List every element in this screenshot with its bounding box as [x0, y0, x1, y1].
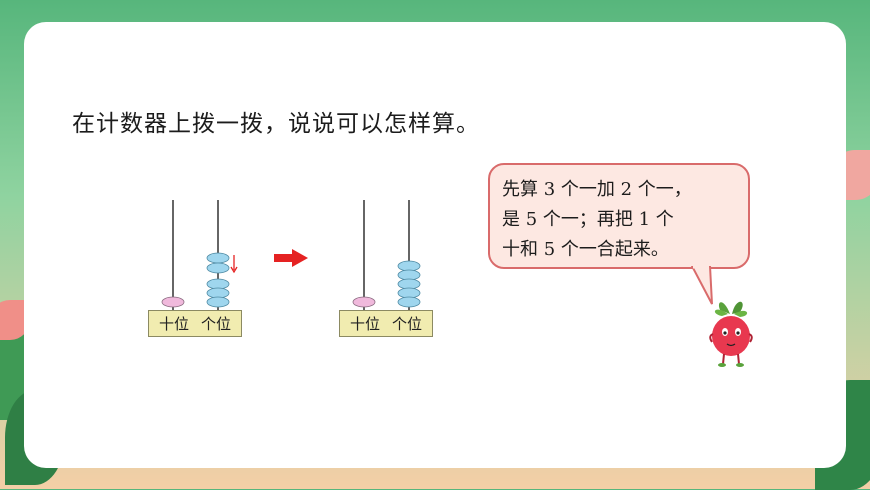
abacus-base: 十位 个位	[148, 310, 242, 337]
ones-bead[interactable]	[397, 296, 421, 308]
right-arrow-icon	[274, 249, 308, 271]
speech-text: 先算 3 个一加 2 个一， 是 5 个一；再把 1 个 十和 5 个一合起来。	[502, 175, 742, 265]
prompt-text: 在计数器上拨一拨，说说可以怎样算。	[72, 111, 480, 137]
speech-bubble-tail	[690, 266, 713, 305]
abacus-after-rods	[352, 200, 421, 310]
ones-bead[interactable]	[397, 269, 421, 281]
abacus-before: 十位 个位	[145, 198, 245, 340]
speech-line-1: 先算 3 个一加 2 个一，	[502, 179, 692, 200]
abacus-after: 十位 个位	[338, 198, 438, 340]
tens-bead[interactable]	[161, 296, 185, 308]
ones-bead[interactable]	[397, 278, 421, 290]
abacus-before-rods	[161, 200, 238, 310]
speech-line-2: 是 5 个一；再把 1 个	[502, 209, 674, 230]
ones-bead[interactable]	[206, 296, 230, 308]
ones-bead[interactable]	[397, 260, 421, 272]
ones-bead[interactable]	[206, 287, 230, 299]
tens-label: 十位	[158, 315, 189, 333]
radish-mascot-icon	[690, 292, 770, 374]
tens-bead[interactable]	[352, 296, 376, 308]
ones-bead[interactable]	[206, 278, 230, 290]
ones-label: 个位	[391, 315, 422, 333]
tens-label: 十位	[349, 315, 380, 333]
down-arrow-head-icon	[230, 266, 238, 274]
ones-bead[interactable]	[206, 262, 230, 274]
ones-bead[interactable]	[206, 252, 230, 264]
ones-bead[interactable]	[397, 287, 421, 299]
ones-label: 个位	[200, 315, 231, 333]
speech-line-3: 十和 5 个一合起来。	[502, 239, 669, 260]
abacus-base: 十位 个位	[339, 310, 433, 337]
speech-bubble: 先算 3 个一加 2 个一， 是 5 个一；再把 1 个 十和 5 个一合起来。	[488, 163, 750, 269]
